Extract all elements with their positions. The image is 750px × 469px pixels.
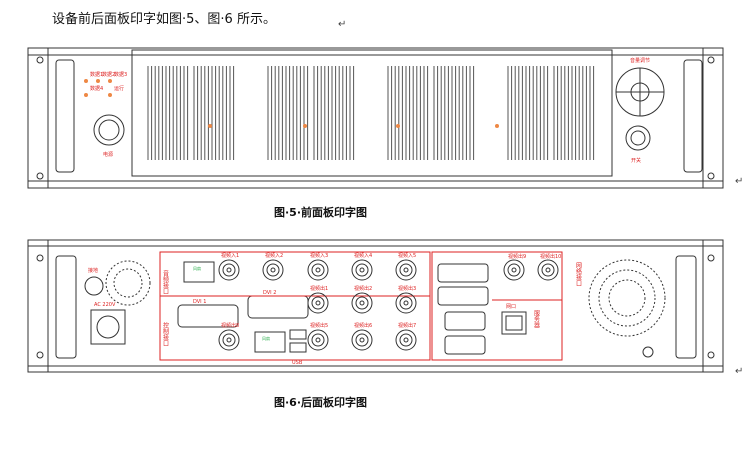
front-connector-label: 电源 bbox=[103, 151, 113, 158]
back-panel bbox=[27, 239, 724, 373]
back-power-label: AC 220V bbox=[94, 302, 116, 308]
intro-text: 设备前后面板印字如图·5、图·6 所示。 bbox=[52, 12, 276, 27]
front-switch-label: 开关 bbox=[631, 157, 641, 164]
bnc-top-1-label: 视频入1 bbox=[221, 252, 239, 259]
front-knob-label: 音量调节 bbox=[630, 57, 650, 64]
back-side-text-4: 网络接口 bbox=[575, 262, 582, 287]
bnc-top-3 bbox=[307, 259, 329, 281]
back-dvi-label-2: DVI 2 bbox=[263, 290, 276, 296]
back-right-label-2: 视频出10 bbox=[540, 253, 561, 260]
back-usb-label: USB bbox=[292, 360, 303, 366]
back-side-texts: 音频接口 控制接口 服务器 网络接口 bbox=[162, 262, 582, 347]
bnc-bot-left-label: 视频出8 bbox=[221, 322, 239, 329]
return-mark-2: ↵ bbox=[735, 176, 744, 187]
figure-caption-front: 图·5·前面板印字图 bbox=[274, 206, 368, 219]
front-indicator-label-2: 数据2 bbox=[102, 71, 115, 78]
back-network-label: 网口 bbox=[506, 304, 516, 310]
back-terminal-label-1: 风扇 bbox=[193, 265, 201, 271]
bnc-bot-1 bbox=[307, 329, 329, 351]
bnc-right-1 bbox=[503, 259, 525, 281]
return-mark-1: ↵ bbox=[338, 19, 347, 30]
return-mark-3: ↵ bbox=[735, 366, 744, 377]
bnc-top-1 bbox=[218, 259, 240, 281]
bnc-top-3-label: 视频入3 bbox=[310, 252, 328, 259]
back-terminal-label-2: 风扇 bbox=[262, 335, 270, 341]
bnc-top-4 bbox=[351, 259, 373, 281]
figure-caption-back: 图·6·后面板印字图 bbox=[274, 396, 368, 409]
bnc-top-5-label: 视频入5 bbox=[398, 252, 416, 259]
back-dvi-label-1: DVI 1 bbox=[193, 299, 206, 305]
bnc-bot-2 bbox=[351, 329, 373, 351]
bnc-mid-2-label: 视频出2 bbox=[354, 285, 372, 292]
back-bnc-connectors bbox=[218, 259, 559, 351]
front-indicator-label-1: 数据1 bbox=[90, 71, 103, 78]
back-side-text-3: 服务器 bbox=[533, 310, 540, 329]
back-right-label-1: 视频出9 bbox=[508, 253, 526, 260]
bnc-top-2 bbox=[262, 259, 284, 281]
bnc-bot-1-label: 视频出5 bbox=[310, 322, 328, 329]
bnc-right-2 bbox=[537, 259, 559, 281]
back-red-frames bbox=[159, 251, 563, 361]
back-ground-label: 接地 bbox=[88, 267, 98, 274]
back-side-text-1: 音频接口 bbox=[162, 269, 169, 295]
bnc-top-4-label: 视频入4 bbox=[354, 252, 372, 259]
bnc-top-5 bbox=[395, 259, 417, 281]
front-indicator-label-4: 数据4 bbox=[90, 85, 103, 92]
bnc-mid-1-label: 视频出1 bbox=[310, 285, 328, 292]
front-panel bbox=[27, 47, 724, 189]
front-indicator-label-5: 运行 bbox=[114, 85, 124, 92]
bnc-mid-3-label: 视频出3 bbox=[398, 285, 416, 292]
front-indicator-leds bbox=[84, 79, 499, 128]
front-indicator-label-3: 数据3 bbox=[114, 71, 127, 78]
bnc-mid-3 bbox=[395, 292, 417, 314]
back-side-text-2: 控制接口 bbox=[162, 321, 169, 347]
back-bnc-labels: 视频入1 视频入2 视频入3 视频入4 视频入5 视频出1 视频出2 视频出3 视频出5 视频出6… bbox=[221, 252, 416, 329]
bnc-bot-2-label: 视频出6 bbox=[354, 322, 372, 329]
bnc-mid-2 bbox=[351, 292, 373, 314]
bnc-bot-left bbox=[218, 329, 240, 351]
bnc-mid-1 bbox=[307, 292, 329, 314]
bnc-bot-3 bbox=[395, 329, 417, 351]
bnc-bot-3-label: 视频出7 bbox=[398, 322, 416, 329]
front-vent-slots bbox=[147, 66, 595, 160]
bnc-top-2-label: 视频入2 bbox=[265, 252, 283, 259]
